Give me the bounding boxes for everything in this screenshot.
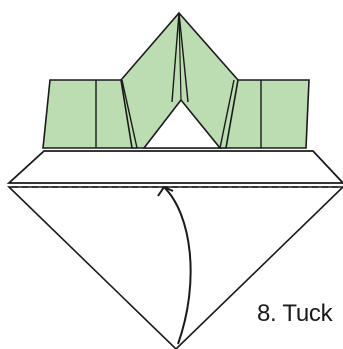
brim-band — [9, 151, 343, 183]
step-caption: 8. Tuck — [257, 300, 332, 328]
helmet-top-colored-flaps — [43, 13, 309, 148]
helmet-brim-band — [9, 151, 343, 183]
